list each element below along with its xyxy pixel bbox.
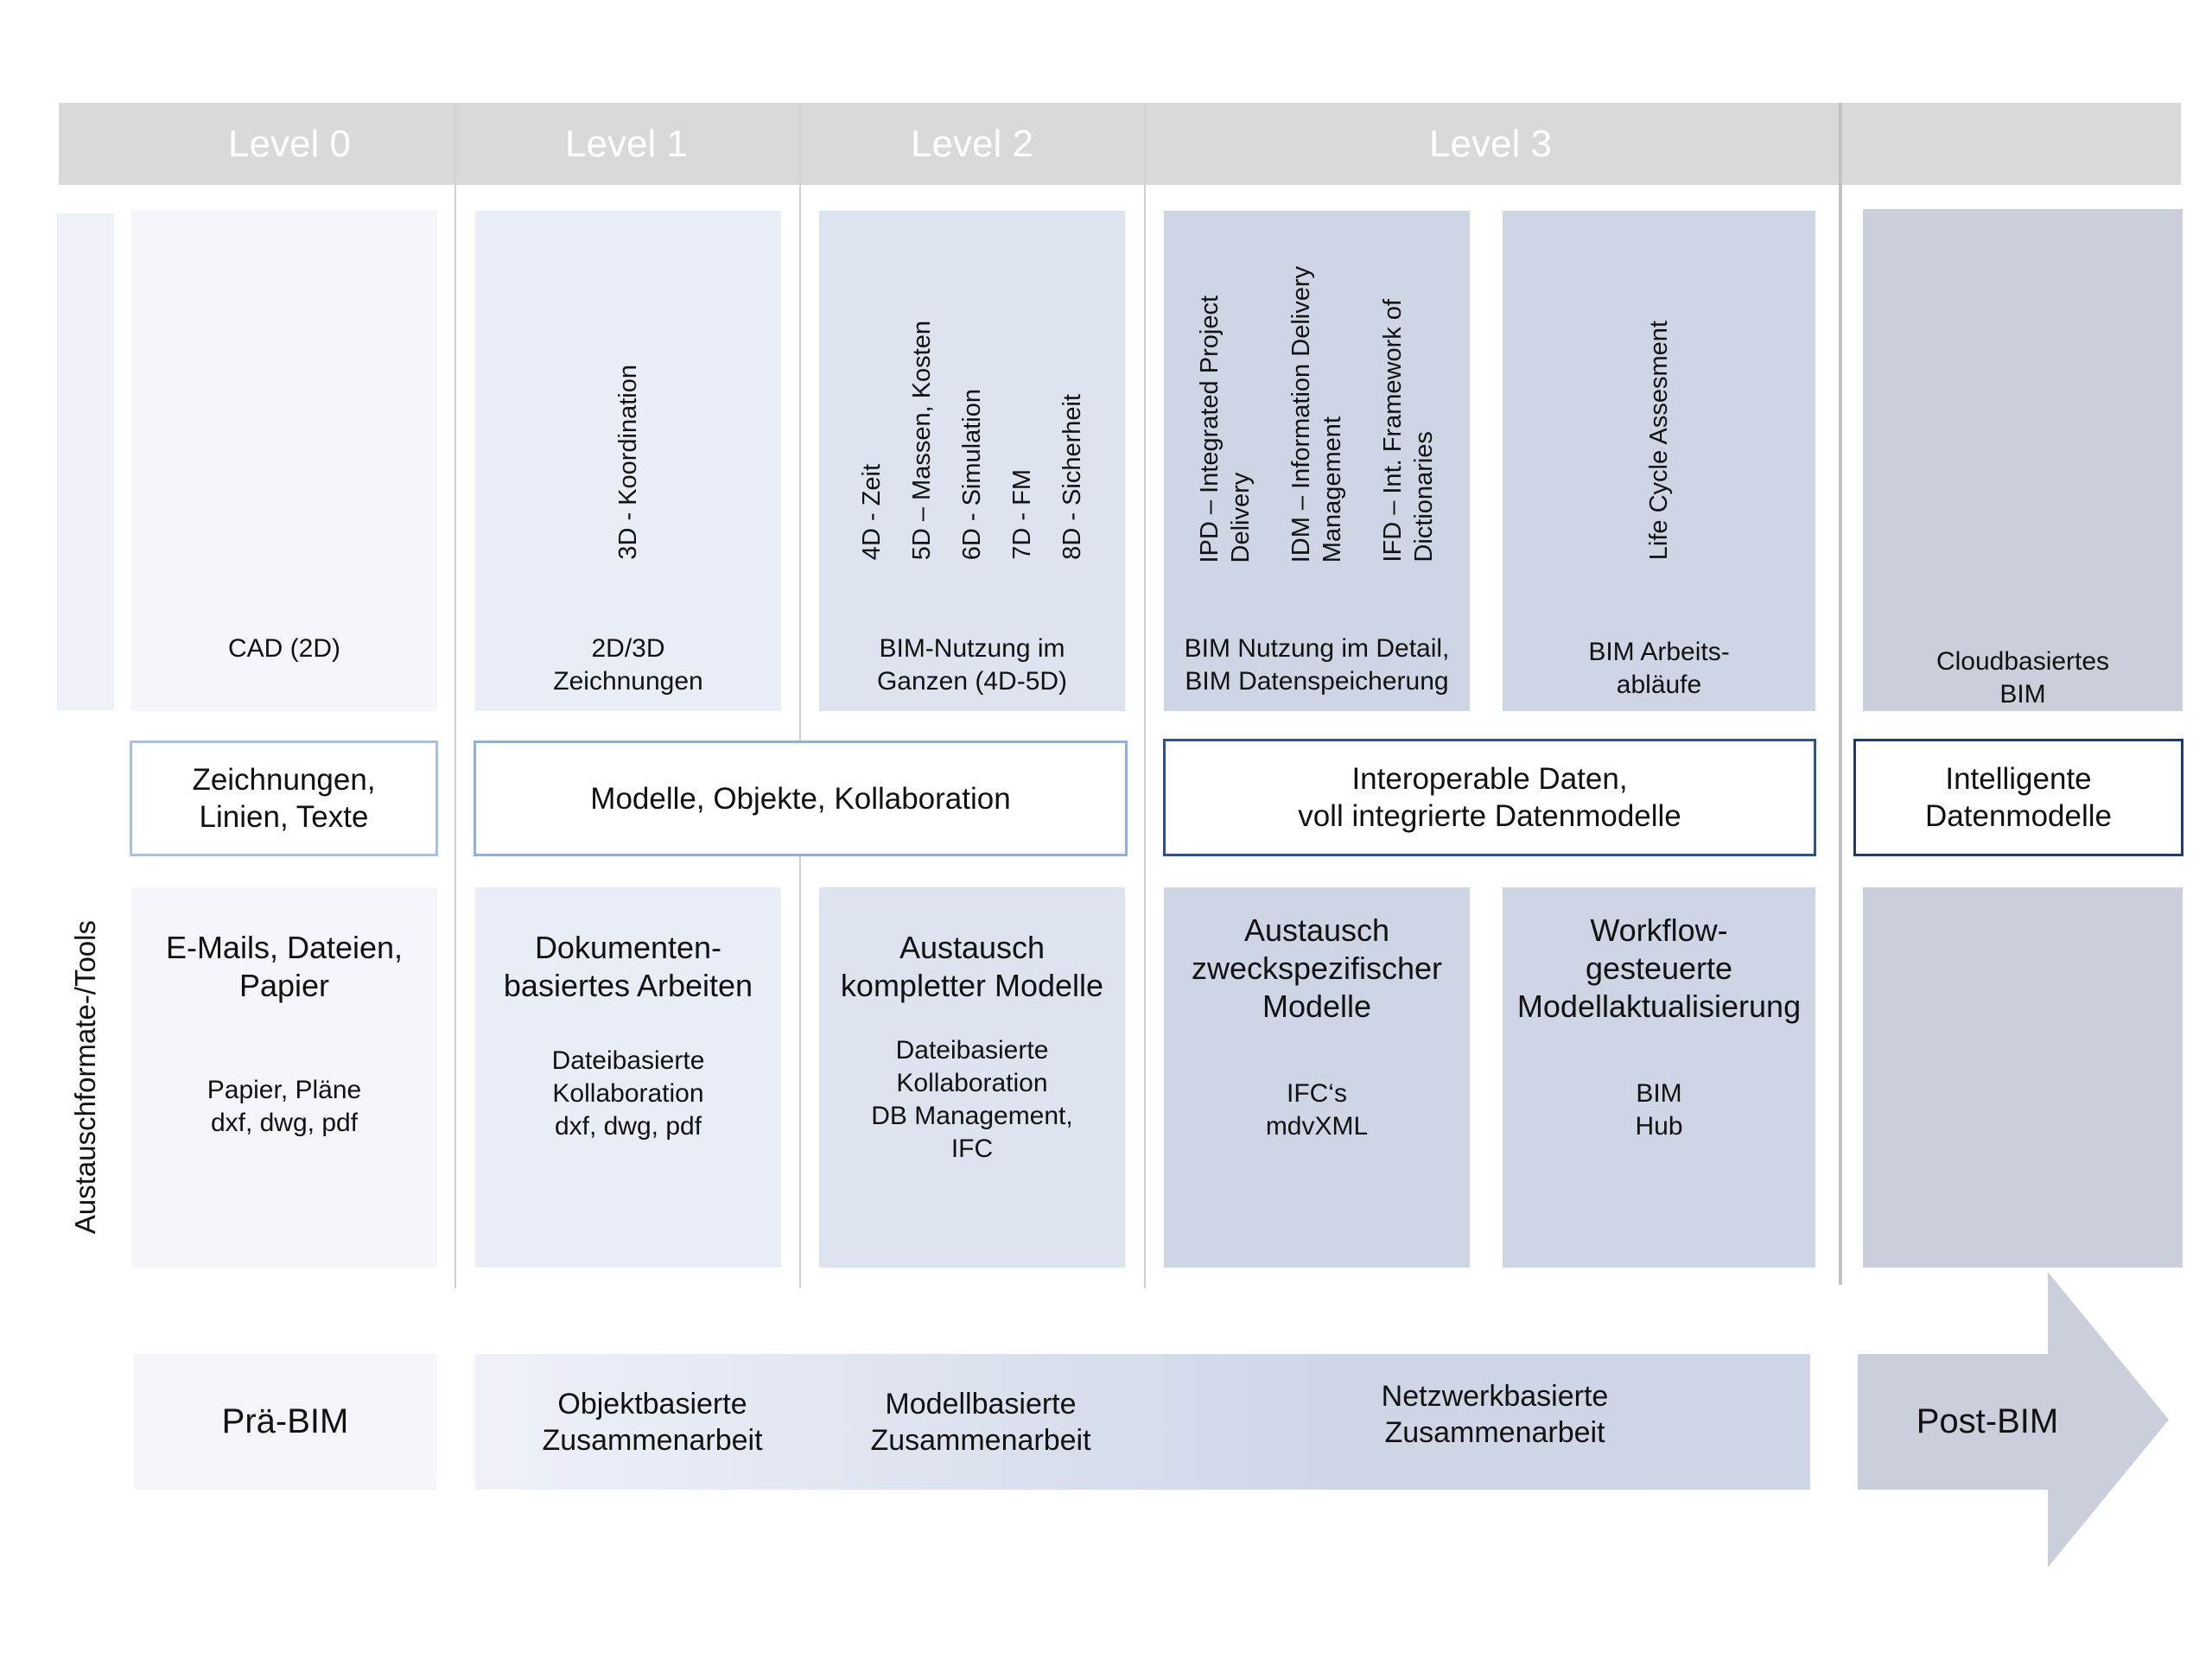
- post-bim-top-cell: Cloudbasiertes BIM: [1863, 209, 2183, 711]
- level-3b-item: Life Cycle Assesment: [1645, 320, 1673, 560]
- level-1-label: Level 1: [565, 122, 688, 165]
- bim-progress-bar: Objektbasierte Zusammenarbeit Modellbasi…: [475, 1354, 1810, 1490]
- level-3b-caption: BIM Arbeits- abläufe: [1588, 638, 1730, 699]
- level-3a-item: IPD – Integrated Project Delivery: [1196, 295, 1255, 563]
- divider-level-2-3: [1144, 103, 1146, 1288]
- level-0-tools-cell: E-Mails, Dateien, Papier Papier, Pläne d…: [131, 887, 437, 1268]
- level-2-item: 5D – Massen, Kosten: [908, 320, 936, 560]
- level-2-tools-detail: Dateibasierte Kollaboration DB Managemen…: [871, 1036, 1073, 1163]
- level-3a-tools-cell: Austausch zweckspezifischer Modelle IFC‘…: [1164, 887, 1470, 1268]
- level-header-band: [59, 103, 2181, 185]
- divider-level-1-2: [799, 103, 801, 1288]
- post-bim-arrow-shape: [1858, 1272, 2169, 1567]
- level-0-tools-detail: Papier, Pläne dxf, dwg, pdf: [207, 1076, 362, 1137]
- side-label-top-cell: [57, 213, 114, 710]
- level-3-label: Level 3: [1429, 122, 1552, 165]
- level-3a-caption: BIM Nutzung im Detail, BIM Datenspeicher…: [1184, 634, 1450, 696]
- level-2-item: 7D - FM: [1008, 469, 1036, 560]
- level-3a-tools-detail: IFC‘s mdvXML: [1265, 1079, 1369, 1141]
- objekt-label: Objektbasierte Zusammenarbeit: [542, 1387, 763, 1457]
- level-3b-tools-cell: Workflow- gesteuerte Modellaktualisierun…: [1503, 887, 1815, 1268]
- level-1-tools-cell: Dokumenten- basiertes Arbeiten Dateibasi…: [475, 887, 781, 1268]
- side-label-cell: Austauschformate-/Tools: [57, 887, 114, 1268]
- level-1-caption: 2D/3D Zeichnungen: [553, 634, 703, 696]
- post-bim-tools-cell: [1863, 887, 2183, 1268]
- level-3a-item: IFD – Int. Framework of Dictionaries: [1379, 299, 1438, 563]
- level-1-item: 3D - Koordination: [614, 365, 642, 560]
- level-1-tools-detail: Dateibasierte Kollaboration dxf, dwg, pd…: [551, 1046, 705, 1141]
- level-0-tools-title: E-Mails, Dateien, Papier: [165, 930, 404, 1003]
- level-2-tools-title: Austausch kompletter Modelle: [840, 930, 1104, 1003]
- arrow-head-icon: [1858, 1272, 2169, 1567]
- level-0-caption: CAD (2D): [227, 634, 340, 663]
- level-3b-tools-detail: BIM Hub: [1635, 1079, 1683, 1141]
- level-3b-item-list: Life Cycle Assesment: [1503, 321, 1815, 560]
- level-1-tools-title: Dokumenten- basiertes Arbeiten: [503, 930, 753, 1003]
- post-bim-caption: Cloudbasiertes BIM: [1936, 647, 2110, 709]
- divider-level-3-post: [1839, 103, 1842, 1285]
- level-2-item: 8D - Sicherheit: [1058, 394, 1086, 560]
- modell-label: Modellbasierte Zusammenarbeit: [870, 1387, 1091, 1457]
- level-3b-tools-title: Workflow- gesteuerte Modellaktualisierun…: [1516, 912, 1802, 1024]
- post-bim-label: Post-BIM: [1916, 1402, 2059, 1440]
- level-2-label: Level 2: [911, 122, 1033, 165]
- level-2-item: 6D - Simulation: [958, 388, 986, 560]
- level-1-item-list: 3D - Koordination: [475, 365, 781, 560]
- concept-box-level-1-2: Modelle, Objekte, Kollaboration: [474, 741, 1128, 856]
- level-3a-item-list: IPD – Integrated Project Delivery IDM – …: [1164, 266, 1470, 563]
- level-2-item: 4D - Zeit: [858, 463, 886, 560]
- level-3a-item: IDM – Information Delivery Management: [1287, 265, 1346, 563]
- level-3a-top-cell: IPD – Integrated Project Delivery IDM – …: [1164, 211, 1470, 711]
- concept-box-post-bim: Intelligente Datenmodelle: [1853, 739, 2183, 856]
- level-2-top-cell: 4D - Zeit 5D – Massen, Kosten 6D - Simul…: [819, 211, 1125, 711]
- level-3b-top-cell: Life Cycle Assesment BIM Arbeits- abläuf…: [1503, 211, 1815, 711]
- concept-box-level-0: Zeichnungen, Linien, Texte: [130, 741, 438, 856]
- divider-level-0-1: [454, 103, 456, 1288]
- level-2-caption: BIM-Nutzung im Ganzen (4D-5D): [876, 634, 1068, 696]
- side-label-text: Austauschformate-/Tools: [69, 920, 101, 1235]
- level-2-item-list: 4D - Zeit 5D – Massen, Kosten 6D - Simul…: [819, 321, 1125, 560]
- level-0-label: Level 0: [228, 122, 351, 165]
- level-0-top-cell: CAD (2D): [131, 211, 437, 711]
- level-1-top-cell: 3D - Koordination 2D/3D Zeichnungen: [475, 211, 781, 711]
- concept-box-level-3: Interoperable Daten, voll integrierte Da…: [1163, 739, 1816, 856]
- level-2-tools-cell: Austausch kompletter Modelle Dateibasier…: [819, 887, 1125, 1268]
- netzwerk-label: Netzwerkbasierte Zusammenarbeit: [1381, 1380, 1609, 1449]
- level-3a-tools-title: Austausch zweckspezifischer Modelle: [1191, 912, 1443, 1024]
- pre-bim-box: Prä-BIM: [134, 1354, 436, 1490]
